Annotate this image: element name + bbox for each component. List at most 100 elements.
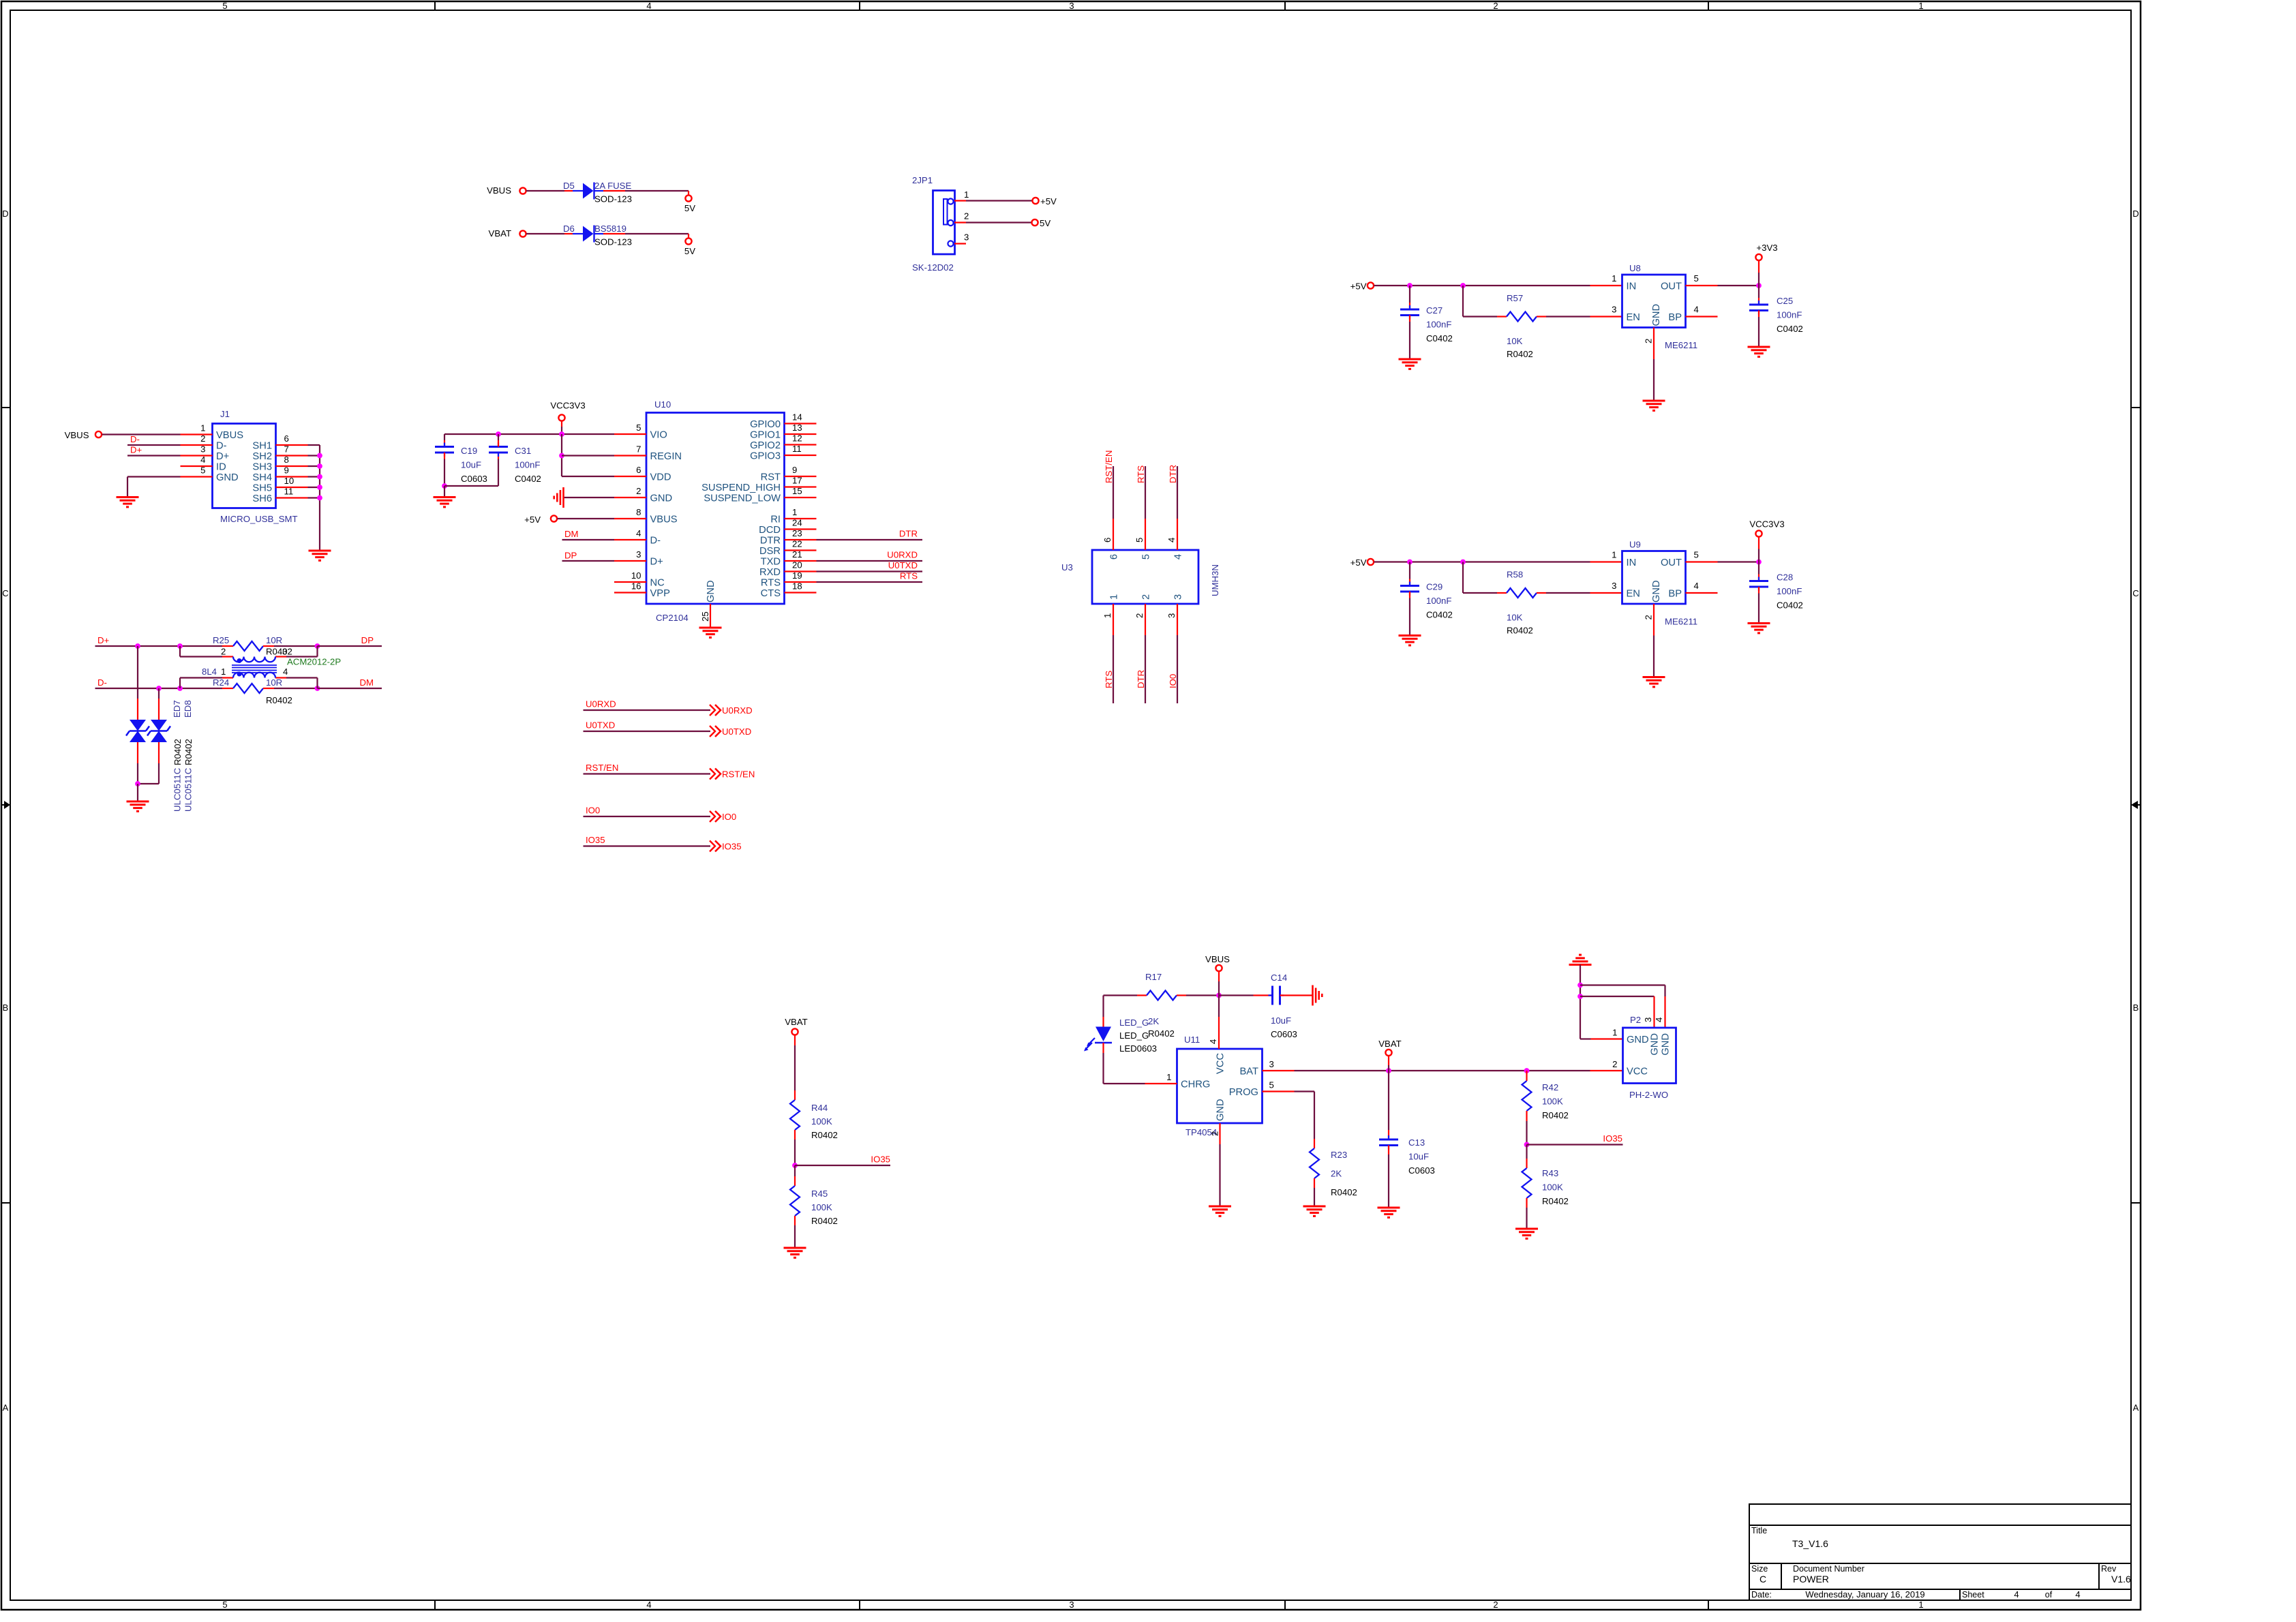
- svg-text:GND: GND: [1651, 580, 1662, 602]
- svg-text:4: 4: [200, 455, 205, 465]
- svg-text:22: 22: [792, 539, 802, 549]
- svg-text:5V: 5V: [1040, 218, 1051, 228]
- svg-text:C13: C13: [1408, 1137, 1425, 1148]
- svg-text:SH3: SH3: [252, 462, 272, 473]
- svg-text:1: 1: [964, 189, 969, 200]
- svg-text:4: 4: [646, 1600, 651, 1610]
- svg-text:D: D: [2, 209, 8, 219]
- svg-text:DTR: DTR: [760, 536, 781, 547]
- svg-text:VCC: VCC: [1215, 1053, 1226, 1074]
- svg-text:10uF: 10uF: [1408, 1152, 1429, 1162]
- svg-text:5V: 5V: [684, 246, 695, 256]
- svg-text:D6: D6: [563, 224, 575, 234]
- svg-text:4: 4: [1654, 1017, 1664, 1022]
- svg-text:ME6211: ME6211: [1665, 340, 1697, 350]
- svg-text:VBAT: VBAT: [1378, 1039, 1401, 1049]
- svg-text:5: 5: [1269, 1080, 1274, 1090]
- svg-text:U9: U9: [1629, 540, 1641, 550]
- svg-text:5V: 5V: [684, 203, 695, 213]
- svg-text:4: 4: [646, 1, 651, 11]
- svg-text:DCD: DCD: [759, 525, 781, 536]
- svg-text:SH6: SH6: [252, 493, 272, 504]
- svg-text:DM: DM: [564, 529, 579, 539]
- svg-text:10: 10: [284, 476, 294, 486]
- svg-text:U0RXD: U0RXD: [722, 705, 753, 716]
- svg-text:ED7: ED7: [172, 700, 182, 718]
- svg-text:2: 2: [1493, 1, 1498, 11]
- svg-text:3: 3: [1069, 1, 1074, 11]
- svg-text:3: 3: [1269, 1059, 1274, 1069]
- svg-text:SH1: SH1: [252, 441, 272, 452]
- svg-text:100nF: 100nF: [1426, 320, 1451, 330]
- svg-text:GND: GND: [1627, 1035, 1649, 1045]
- svg-text:R0402: R0402: [1507, 349, 1533, 359]
- svg-text:3: 3: [1166, 613, 1177, 618]
- svg-text:R0402: R0402: [811, 1130, 838, 1140]
- svg-text:4: 4: [1694, 581, 1699, 591]
- svg-text:C31: C31: [515, 446, 531, 456]
- svg-text:2JP1: 2JP1: [912, 175, 933, 185]
- svg-text:+5V: +5V: [1040, 196, 1057, 206]
- svg-text:IO35: IO35: [586, 835, 605, 845]
- svg-text:U8: U8: [1629, 263, 1641, 273]
- svg-text:VDD: VDD: [650, 472, 671, 483]
- svg-text:VCC3V3: VCC3V3: [550, 401, 585, 411]
- svg-text:12: 12: [792, 433, 802, 444]
- svg-text:A: A: [2133, 1403, 2139, 1413]
- svg-text:C0603: C0603: [461, 474, 487, 484]
- svg-text:IO0: IO0: [1168, 674, 1178, 688]
- svg-text:4: 4: [2014, 1589, 2019, 1600]
- svg-text:C0402: C0402: [1426, 333, 1453, 343]
- svg-text:SK-12D02: SK-12D02: [912, 262, 954, 273]
- svg-text:DTR: DTR: [899, 529, 918, 539]
- svg-text:R44: R44: [811, 1103, 828, 1113]
- svg-text:Size: Size: [1751, 1564, 1768, 1574]
- svg-text:18: 18: [792, 581, 802, 592]
- svg-text:VBAT: VBAT: [489, 228, 511, 239]
- svg-text:GPIO3: GPIO3: [750, 451, 781, 462]
- svg-text:TP4054: TP4054: [1185, 1127, 1217, 1137]
- svg-text:2K: 2K: [1331, 1169, 1342, 1179]
- svg-text:7: 7: [284, 444, 289, 455]
- svg-text:8: 8: [284, 455, 289, 465]
- svg-text:3: 3: [1173, 594, 1184, 600]
- svg-text:D+: D+: [216, 451, 229, 462]
- svg-text:5: 5: [200, 465, 205, 476]
- svg-text:R0402: R0402: [811, 1216, 838, 1226]
- svg-text:U11: U11: [1184, 1035, 1200, 1045]
- svg-text:C29: C29: [1426, 582, 1442, 592]
- svg-text:IN: IN: [1627, 557, 1637, 568]
- svg-text:R0402: R0402: [172, 739, 183, 765]
- svg-text:IO0: IO0: [722, 812, 736, 822]
- svg-text:of: of: [2045, 1590, 2053, 1600]
- svg-text:10R: 10R: [266, 677, 282, 688]
- svg-text:GND: GND: [216, 472, 239, 483]
- svg-text:4: 4: [1208, 1039, 1218, 1044]
- svg-text:11: 11: [284, 487, 294, 497]
- svg-text:C19: C19: [461, 446, 477, 456]
- svg-text:14: 14: [792, 412, 802, 423]
- svg-text:RST/EN: RST/EN: [722, 769, 755, 780]
- svg-text:C0402: C0402: [515, 474, 541, 484]
- svg-text:C27: C27: [1426, 305, 1442, 316]
- svg-text:R0402: R0402: [1148, 1028, 1175, 1039]
- svg-text:R58: R58: [1507, 570, 1523, 580]
- svg-text:6: 6: [1109, 554, 1120, 560]
- svg-text:U0TXD: U0TXD: [722, 726, 751, 737]
- svg-text:1: 1: [1612, 1028, 1617, 1038]
- svg-text:D5: D5: [563, 181, 575, 191]
- svg-text:Sheet: Sheet: [1962, 1590, 1984, 1600]
- svg-text:ACM2012-2P: ACM2012-2P: [287, 657, 341, 667]
- svg-text:RTS: RTS: [761, 578, 781, 589]
- svg-text:IO35: IO35: [1603, 1133, 1622, 1144]
- svg-text:VBUS: VBUS: [650, 515, 678, 525]
- svg-text:2: 2: [200, 433, 205, 444]
- svg-text:2: 2: [1612, 1059, 1617, 1069]
- svg-text:R57: R57: [1507, 293, 1523, 303]
- svg-text:1: 1: [1612, 273, 1616, 284]
- svg-text:EN: EN: [1627, 312, 1640, 323]
- svg-text:11: 11: [792, 444, 802, 454]
- svg-text:100K: 100K: [1542, 1182, 1563, 1193]
- svg-text:2: 2: [1644, 615, 1654, 619]
- svg-text:R0402: R0402: [266, 695, 292, 705]
